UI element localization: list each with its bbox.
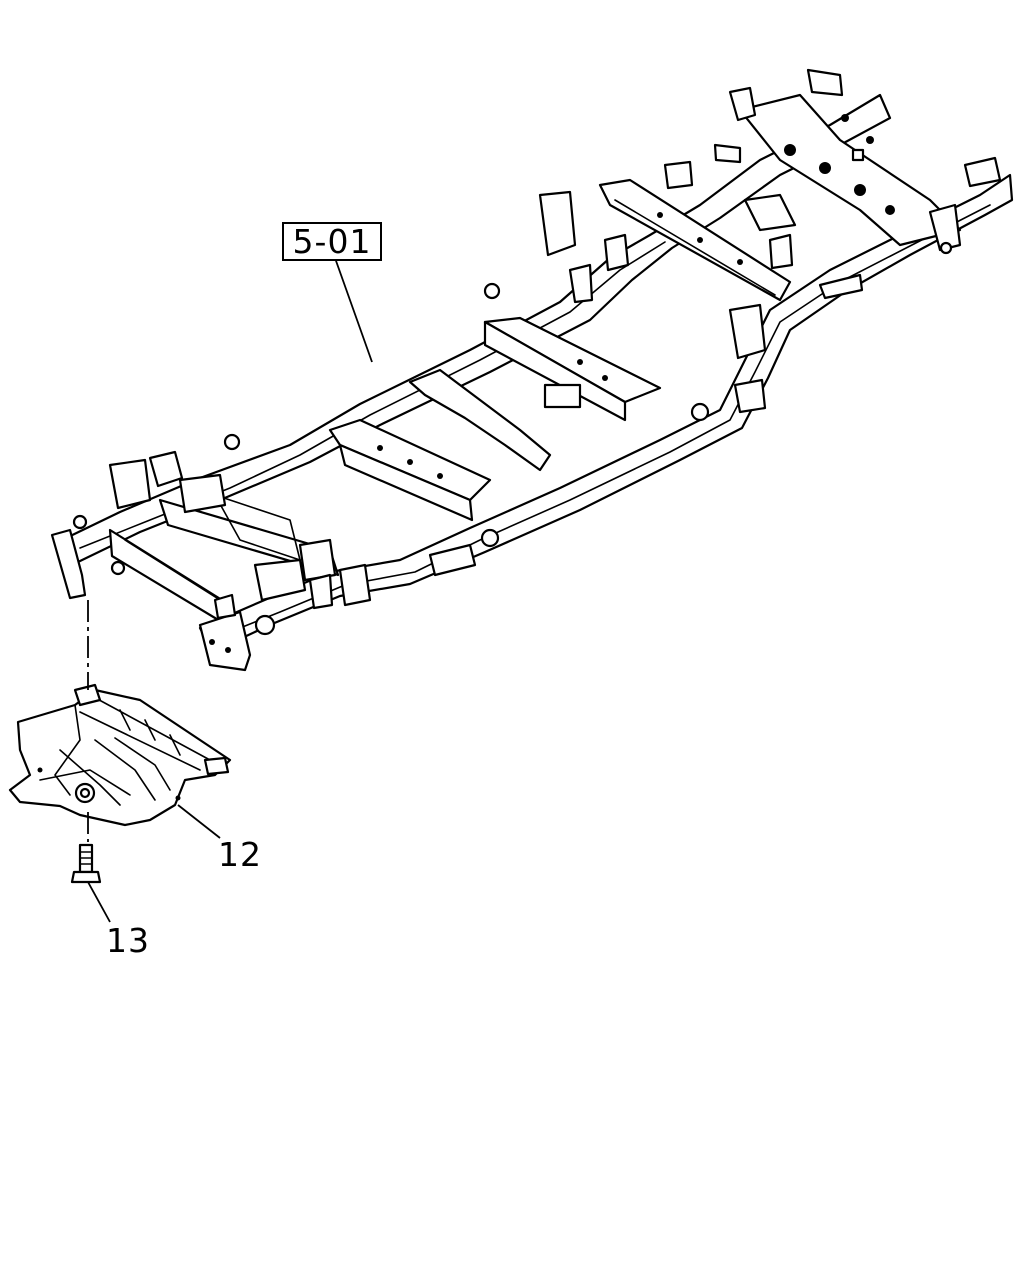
body-mount-left-2	[148, 450, 184, 488]
front-cross-member	[108, 528, 237, 632]
mid-cross-member	[408, 368, 552, 472]
rearmost-cross-member	[738, 93, 962, 247]
callout-skid-plate-label[interactable]: 12	[218, 835, 262, 874]
chassis-frame[interactable]	[50, 68, 1014, 672]
front-bracket-right	[198, 610, 252, 672]
front-bracket-left	[50, 528, 87, 600]
left-side-rail	[60, 93, 892, 564]
front-mid-cross-member	[158, 498, 340, 577]
skid-plate-body	[8, 688, 232, 827]
leader-frame-ref	[334, 257, 373, 363]
body-mount-left-1	[538, 190, 577, 257]
body-mount-right-2	[298, 538, 337, 582]
leader-skid-plate	[177, 804, 221, 839]
rear-bracket-top	[728, 86, 757, 122]
callout-frame-ref[interactable]: 5-01	[282, 222, 382, 261]
bolt[interactable]	[70, 843, 102, 884]
body-mount-right-1	[728, 303, 767, 360]
rear-cross-member	[598, 178, 792, 302]
callout-frame-ref-box	[282, 222, 382, 261]
callout-frame-ref-label: 5-01	[293, 222, 372, 261]
skid-plate[interactable]	[8, 683, 232, 827]
leader-bolt	[87, 881, 111, 923]
callout-bolt-label[interactable]: 13	[106, 921, 150, 960]
